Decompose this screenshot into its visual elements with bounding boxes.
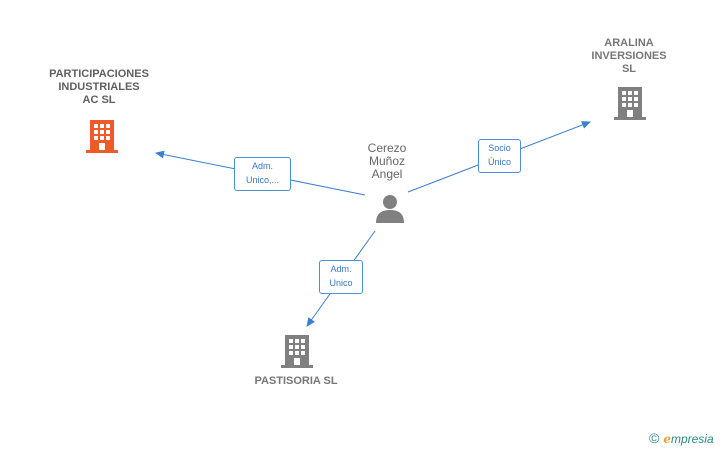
node-label-pastisoria[interactable]: PASTISORIA SL: [254, 375, 338, 387]
person-icon[interactable]: [375, 193, 405, 223]
edge-label-aralina[interactable]: Socio Único: [478, 139, 521, 173]
building-icon-highlight[interactable]: [86, 118, 118, 154]
node-label-participaciones[interactable]: PARTICIPACIONES INDUSTRIALES AC SL: [49, 68, 149, 106]
building-icon[interactable]: [281, 333, 313, 369]
building-icon[interactable]: [614, 85, 646, 121]
copyright-symbol: ©: [649, 430, 660, 446]
edge-label-participaciones[interactable]: Adm. Unico,...: [234, 157, 291, 191]
node-label-person[interactable]: Cerezo Muñoz Angel: [367, 141, 407, 181]
brand-logo-initial: e: [663, 432, 671, 446]
brand-name: mpresia: [670, 432, 714, 446]
footer-brand: ©empresia: [649, 430, 714, 446]
edge-label-pastisoria[interactable]: Adm. Unico: [319, 260, 363, 294]
node-label-aralina[interactable]: ARALINA INVERSIONES SL: [591, 37, 667, 75]
